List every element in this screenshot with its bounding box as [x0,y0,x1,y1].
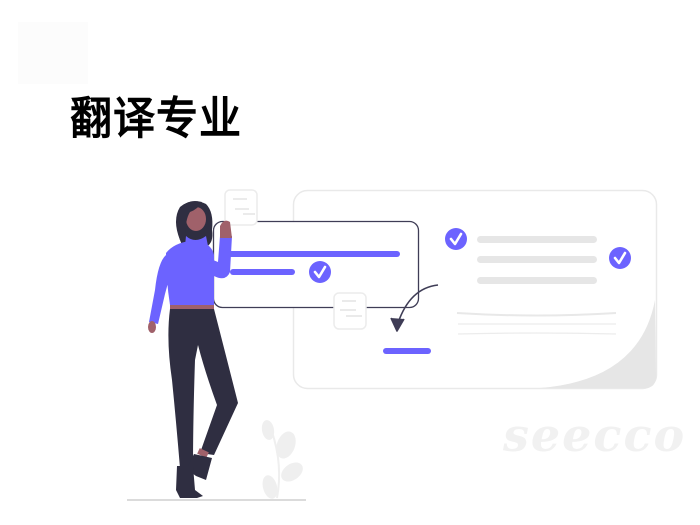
back-card-shadow [540,300,656,388]
accent-dash [383,348,431,354]
thin-line [457,332,617,335]
woman-figure [148,201,238,498]
page-title: 翻译专业 [70,92,243,145]
gray-bar [477,236,597,243]
plant-icon [261,420,303,499]
document-icon [224,189,258,226]
check-circle-icon [445,228,467,250]
accent-bar [228,251,400,257]
faint-corner-watermark [18,22,88,84]
curved-arrow-icon [390,284,439,332]
accent-bar [230,269,295,275]
brand-watermark: seecco [503,408,687,462]
gray-bar [477,277,597,284]
check-circle-icon [309,261,331,283]
document-icon [333,292,367,330]
front-card [212,220,420,309]
check-circle-icon [609,247,631,269]
gray-bar [477,256,597,263]
thin-line [456,312,617,317]
